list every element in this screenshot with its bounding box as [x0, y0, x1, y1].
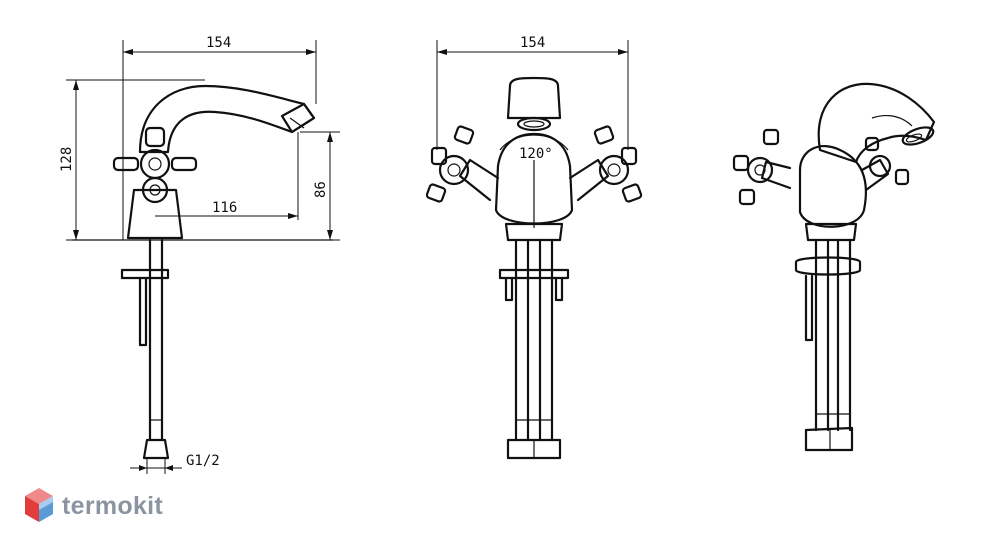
perspective-view — [732, 82, 936, 452]
dim-height-side: 128 — [59, 147, 75, 172]
dim-thread: G1/2 — [186, 453, 220, 469]
dim-width-front: 154 — [520, 35, 545, 51]
dim-handle-angle: 120° — [519, 146, 553, 162]
side-view — [66, 40, 340, 474]
dim-spout-height: 86 — [313, 181, 329, 198]
brand-logo: termokit — [24, 486, 163, 526]
dim-width-side: 154 — [206, 35, 231, 51]
front-view — [425, 40, 643, 460]
dim-spout-reach: 116 — [212, 200, 237, 216]
brand-name: termokit — [62, 491, 164, 520]
brand-logo-icon — [25, 488, 53, 522]
